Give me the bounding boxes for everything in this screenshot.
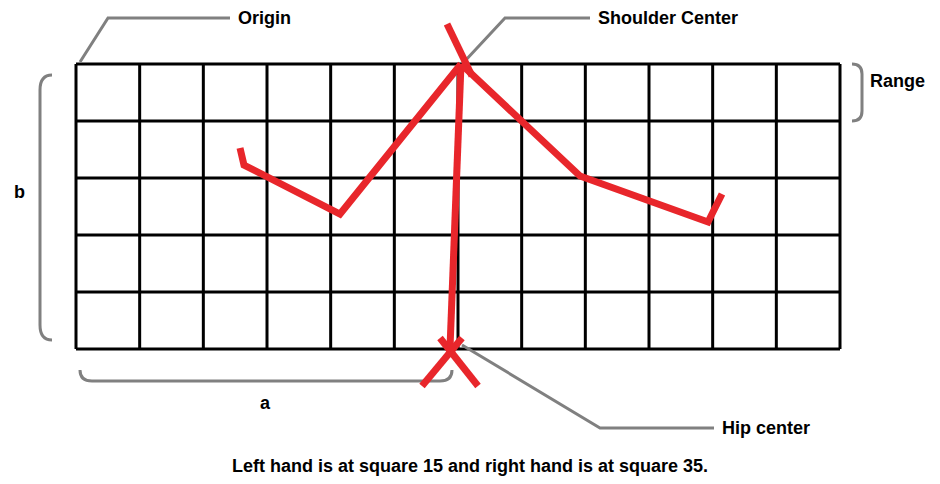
grid-line	[393, 64, 396, 349]
stick-figure	[240, 24, 722, 386]
grid-line	[584, 64, 587, 349]
grid-line	[75, 64, 78, 349]
origin-label: Origin	[238, 7, 291, 29]
grid-line	[520, 64, 523, 349]
right-leg	[440, 338, 478, 386]
grid-line	[266, 64, 269, 349]
grid-line	[775, 64, 778, 349]
hip-center-label: Hip center	[722, 417, 810, 439]
grid-line	[138, 64, 141, 349]
grid-line	[648, 64, 651, 349]
range-bracket	[852, 64, 862, 121]
origin-leader	[80, 18, 230, 62]
right-arm	[461, 64, 722, 222]
dimension-label: a	[260, 392, 270, 414]
left-arm	[240, 64, 461, 214]
grid	[76, 64, 840, 349]
grid-line	[839, 64, 842, 349]
spine	[450, 64, 461, 348]
dimension-label: b	[14, 181, 25, 203]
shoulder-leader	[464, 18, 590, 62]
range-label: Range	[870, 70, 925, 92]
a-bracket	[80, 370, 452, 381]
shoulder-center-label: Shoulder Center	[598, 7, 738, 29]
caption: Left hand is at square 15 and right hand…	[0, 455, 940, 477]
leader-lines	[80, 18, 714, 428]
grid-line	[202, 64, 205, 349]
b-bracket	[40, 75, 52, 340]
grid-line	[76, 234, 840, 237]
hip-leader	[462, 345, 714, 428]
brackets	[40, 64, 862, 381]
grid-line	[76, 291, 840, 294]
